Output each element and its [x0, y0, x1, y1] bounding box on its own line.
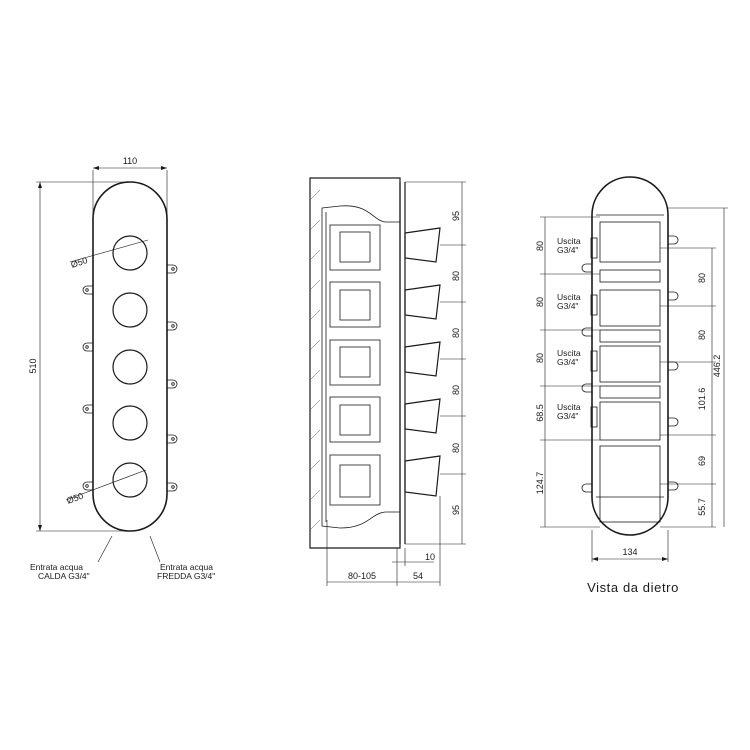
height-dimension: 510	[28, 181, 130, 532]
back-body-outline	[591, 176, 669, 536]
back-right-dim-1: 80	[697, 273, 707, 283]
mounting-lugs-left	[82, 285, 93, 491]
diameter-leader-top: Ø50	[70, 239, 149, 270]
knob-circle	[112, 462, 148, 498]
side-dim-6: 95	[451, 505, 461, 515]
knob-circle	[112, 349, 148, 385]
back-view-caption: Vista da dietro	[587, 580, 679, 595]
cold-inlet-leader	[149, 535, 161, 563]
outlet-ports	[590, 237, 598, 428]
front-plate-outline	[92, 181, 168, 532]
depth-label: 80-105	[348, 571, 376, 581]
diameter-bottom-label: Ø50	[65, 491, 84, 506]
back-view: 80 80 80 68.5 124.7 Uscita G3/4" Uscita …	[535, 176, 728, 595]
wall-section	[309, 177, 401, 549]
front-view: 110 510 Ø50 Ø50 Entrata acqua CALDA G3/4…	[28, 156, 215, 581]
cold-inlet-line2: FREDDA G3/4"	[157, 571, 215, 581]
hot-inlet-line2: CALDA G3/4"	[38, 571, 90, 581]
knob-circle	[112, 235, 148, 271]
back-left-dim-5: 124.7	[535, 472, 545, 495]
back-lugs	[581, 235, 679, 493]
side-dim-3: 80	[451, 328, 461, 338]
cold-inlet-line1: Entrata acqua	[160, 562, 213, 572]
back-left-dim-2: 80	[535, 297, 545, 307]
outlet-label-1b: G3/4"	[557, 245, 578, 255]
side-knobs	[404, 227, 441, 497]
side-horizontal-dims	[326, 496, 441, 586]
width-label: 110	[123, 156, 137, 166]
plate-thickness-label: 10	[425, 552, 435, 562]
back-left-dim-4: 68.5	[535, 404, 545, 422]
side-dim-1: 95	[451, 211, 461, 221]
outlet-label-1a: Uscita	[557, 236, 581, 246]
inner-cavity	[321, 205, 401, 529]
back-right-dim-4: 69	[697, 456, 707, 466]
knob-depth-label: 54	[413, 571, 423, 581]
outlet-label-4b: G3/4"	[557, 411, 578, 421]
knob-circle	[112, 405, 148, 441]
outlet-label-4a: Uscita	[557, 402, 581, 412]
side-view: 95 80 80 80 80 95 10 80-105 54	[309, 177, 466, 586]
back-right-dims	[660, 207, 728, 528]
back-total-dim: 446.2	[712, 355, 722, 378]
back-right-dim-2: 80	[697, 330, 707, 340]
outlet-label-2a: Uscita	[557, 292, 581, 302]
diameter-top-label: Ø50	[70, 255, 89, 270]
hot-inlet-line1: Entrata acqua	[30, 562, 83, 572]
diameter-leader-bottom: Ø50	[65, 469, 147, 506]
back-right-dim-5: 55.7	[697, 498, 707, 516]
back-width-dimension	[591, 530, 669, 562]
back-left-dim-3: 80	[535, 353, 545, 363]
hot-inlet-leader	[97, 535, 113, 563]
outlet-label-3b: G3/4"	[557, 357, 578, 367]
side-dim-4: 80	[451, 385, 461, 395]
back-left-dims	[540, 216, 600, 528]
back-right-dim-3: 101.6	[697, 388, 707, 411]
valve-bodies	[329, 224, 381, 506]
back-left-dim-1: 80	[535, 241, 545, 251]
lattice-panels	[599, 221, 661, 523]
outlet-label-2b: G3/4"	[557, 301, 578, 311]
back-width-label: 134	[622, 547, 637, 557]
side-dim-2: 80	[451, 271, 461, 281]
knob-circle	[112, 292, 148, 328]
outlet-label-3a: Uscita	[557, 348, 581, 358]
width-dimension: 110	[92, 156, 168, 215]
wall-hatching	[309, 189, 321, 531]
height-label: 510	[28, 358, 38, 373]
side-vertical-dims	[405, 181, 466, 545]
side-dim-5: 80	[451, 443, 461, 453]
mounting-lugs-right	[167, 264, 178, 492]
